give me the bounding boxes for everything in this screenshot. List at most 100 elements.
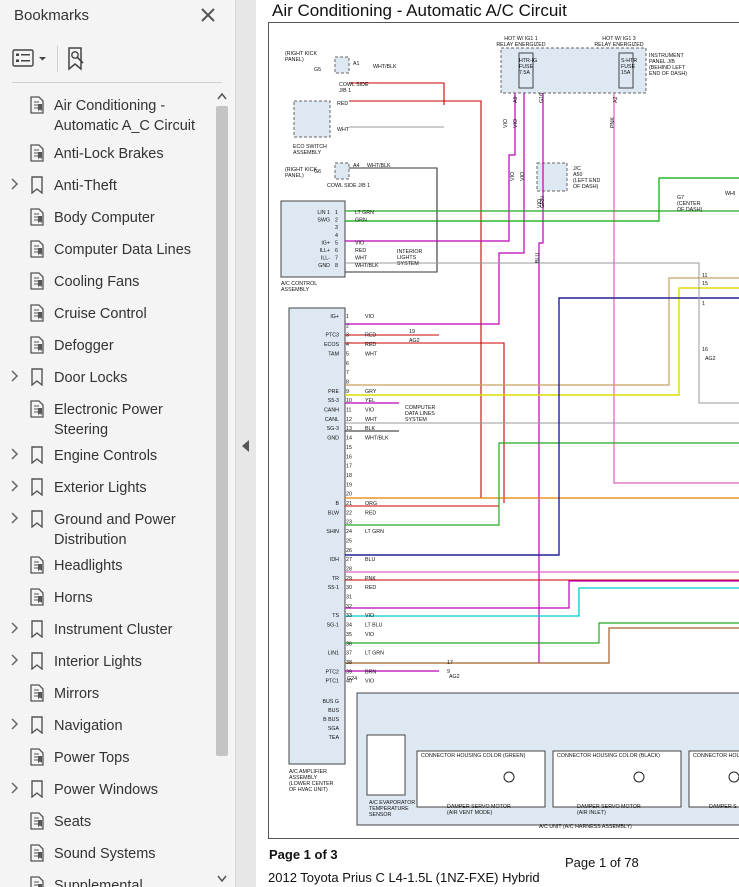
bookmarks-toolbar bbox=[0, 40, 236, 80]
pin-label: ILL- bbox=[321, 256, 330, 262]
pin-number: 6 bbox=[335, 248, 338, 254]
bookmarks-scrollbar[interactable] bbox=[214, 90, 230, 887]
component-label: ASSEMBLY bbox=[289, 775, 318, 781]
component-label: A/C AMPLIFIER bbox=[289, 769, 327, 775]
pin-label: GND bbox=[327, 436, 339, 442]
wire-label: VIO bbox=[513, 119, 519, 128]
bookmark-item[interactable]: Interior Lights bbox=[0, 650, 214, 690]
chevron-right-icon[interactable] bbox=[8, 782, 20, 794]
bookmark-item[interactable]: Headlights bbox=[0, 554, 214, 594]
chevron-right-icon[interactable] bbox=[8, 480, 20, 492]
pin-label: SGA bbox=[328, 726, 340, 732]
close-icon[interactable] bbox=[199, 6, 217, 24]
bookmark-icon bbox=[31, 510, 43, 528]
scroll-down-icon[interactable] bbox=[217, 875, 227, 883]
bookmark-item[interactable]: Navigation bbox=[0, 714, 214, 754]
pin-number: 1 bbox=[346, 314, 349, 320]
pin-number: 27 bbox=[346, 557, 352, 563]
wire-label: WHT/BLK bbox=[365, 436, 389, 442]
wire-label: WHT bbox=[365, 351, 378, 357]
scroll-up-icon[interactable] bbox=[217, 92, 227, 100]
wire-label: VIO bbox=[365, 314, 374, 320]
wire-label: VIO bbox=[365, 408, 374, 414]
pin-number: 31 bbox=[346, 595, 352, 601]
wire-label: RED bbox=[365, 585, 376, 591]
bookmark-item[interactable]: Defogger bbox=[0, 334, 214, 374]
bookmark-item[interactable]: Cooling Fans bbox=[0, 270, 214, 310]
bookmark-item[interactable]: Seats bbox=[0, 810, 214, 850]
page-bookmark-icon bbox=[30, 812, 44, 830]
wire-label: VIO bbox=[503, 119, 509, 128]
chevron-right-icon[interactable] bbox=[8, 448, 20, 460]
bookmark-item[interactable]: Sound Systems bbox=[0, 842, 214, 882]
component-label: ECO SWITCH bbox=[293, 144, 327, 150]
junction-label: COWL SIDE J/B 1 bbox=[327, 183, 370, 189]
fuse-label: 7.5A bbox=[519, 70, 530, 76]
options-menu-icon[interactable] bbox=[12, 48, 48, 70]
add-bookmark-icon[interactable] bbox=[66, 46, 88, 72]
bookmark-item[interactable]: Cruise Control bbox=[0, 302, 214, 342]
wire-label: VIO bbox=[365, 632, 374, 638]
connector-label: G5 bbox=[314, 67, 321, 73]
bookmark-label: Cooling Fans bbox=[54, 274, 140, 290]
bookmark-item[interactable]: Anti-Lock Brakes bbox=[0, 142, 214, 182]
bookmark-item[interactable]: Supplemental bbox=[0, 874, 214, 887]
bookmark-item[interactable]: Computer Data Lines bbox=[0, 238, 214, 278]
bookmark-item[interactable]: Power Tops bbox=[0, 746, 214, 786]
bookmark-list: Air Conditioning - Automatic A_C Circuit… bbox=[0, 90, 214, 887]
bookmark-item[interactable]: Anti-Theft bbox=[0, 174, 214, 214]
pin-number: 36 bbox=[346, 641, 352, 647]
ref-number: 9 bbox=[447, 669, 450, 675]
bookmark-item[interactable]: Exterior Lights bbox=[0, 476, 214, 516]
pin-label: SWG bbox=[317, 218, 330, 224]
pin-number: A9 bbox=[513, 96, 519, 103]
chevron-right-icon[interactable] bbox=[8, 622, 20, 634]
bookmark-item[interactable]: Ground and Power Distribution bbox=[0, 508, 214, 548]
scrollbar-thumb[interactable] bbox=[216, 106, 228, 756]
bookmark-item[interactable]: Power Windows bbox=[0, 778, 214, 818]
chevron-right-icon[interactable] bbox=[8, 370, 20, 382]
chevron-right-icon[interactable] bbox=[8, 512, 20, 524]
bookmarks-title: Bookmarks bbox=[14, 7, 90, 24]
collapse-arrow-icon[interactable] bbox=[242, 440, 250, 452]
bookmark-item[interactable]: Engine Controls bbox=[0, 444, 214, 484]
wire-label: BLK bbox=[365, 426, 375, 432]
bookmark-item[interactable]: Body Computer bbox=[0, 206, 214, 246]
wire-label: RED bbox=[365, 510, 376, 516]
pin-label: BLW bbox=[328, 510, 339, 516]
component-label: A/C CONTROL bbox=[281, 281, 317, 287]
pin-number: 40 bbox=[346, 679, 352, 685]
bookmark-label: Seats bbox=[54, 814, 92, 830]
bookmark-item[interactable]: Horns bbox=[0, 586, 214, 626]
wire-label: VIO bbox=[537, 199, 543, 208]
bookmark-item[interactable]: Air Conditioning - Automatic A_C Circuit bbox=[0, 94, 214, 134]
pin-number: 15 bbox=[346, 445, 352, 451]
bookmark-label: Air Conditioning - Automatic A_C Circuit bbox=[54, 98, 196, 134]
system-label: SYSTEM bbox=[397, 261, 419, 267]
pin-label: TS bbox=[332, 613, 339, 619]
pin-number: 3 bbox=[346, 333, 349, 339]
connector-label: A1 bbox=[353, 61, 360, 67]
wire-label: LT GRN bbox=[355, 210, 374, 216]
wire-label: RED bbox=[355, 248, 366, 254]
bookmarks-panel: Bookmarks Air Conditioning - Automatic A… bbox=[0, 0, 236, 887]
fuse-label: FUSE bbox=[519, 64, 534, 70]
pin-number: 34 bbox=[346, 623, 352, 629]
chevron-right-icon[interactable] bbox=[8, 654, 20, 666]
pin-number: 28 bbox=[346, 566, 352, 572]
ground-label: G7 bbox=[677, 195, 684, 201]
wire-label: LT BLU bbox=[365, 623, 383, 629]
junction-label: PANEL J/B bbox=[649, 59, 675, 65]
ref-number: 16 bbox=[702, 347, 708, 353]
bookmark-item[interactable]: Door Locks bbox=[0, 366, 214, 406]
chevron-right-icon[interactable] bbox=[8, 718, 20, 730]
pin-label: B bbox=[335, 501, 339, 507]
bookmark-item[interactable]: Electronic Power Steering bbox=[0, 398, 214, 438]
bookmark-item[interactable]: Mirrors bbox=[0, 682, 214, 722]
pin-number: 5 bbox=[346, 351, 349, 357]
bookmark-label: Computer Data Lines bbox=[54, 242, 192, 258]
bookmark-item[interactable]: Instrument Cluster bbox=[0, 618, 214, 658]
chevron-right-icon[interactable] bbox=[8, 178, 20, 190]
panel-collapse-handle[interactable] bbox=[236, 0, 256, 887]
pin-number: 22 bbox=[346, 510, 352, 516]
